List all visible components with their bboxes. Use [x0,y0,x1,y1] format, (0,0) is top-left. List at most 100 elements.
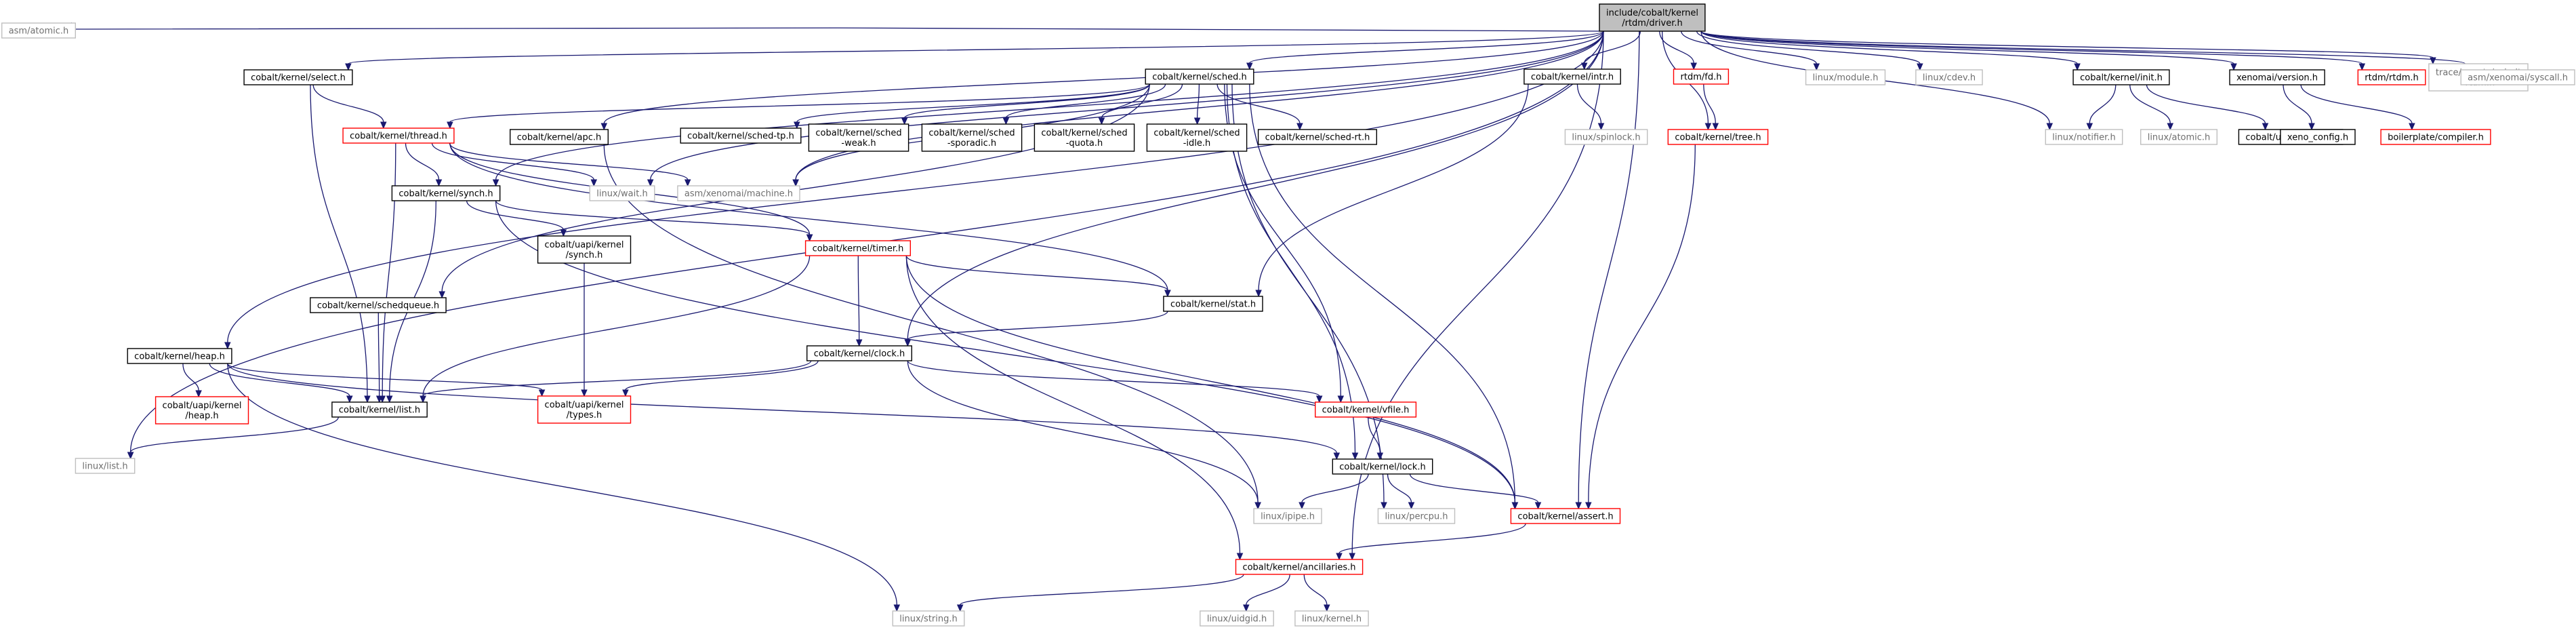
edge-line [1588,144,1696,503]
edge-thread-to-klist [379,142,396,403]
node-heap[interactable]: cobalt/kernel/heap.h [127,348,232,364]
arrowhead-icon [893,604,901,612]
edge-sched-to-sched_tp [794,83,1150,130]
node-tree[interactable]: cobalt/kernel/tree.h [1667,129,1769,145]
edge-line [431,142,594,180]
node-init[interactable]: cobalt/kernel/init.h [2072,69,2170,85]
edge-line [449,142,689,180]
edge-line [422,360,812,397]
edge-ksynch-to-uapi_synch [466,200,567,237]
node-lock[interactable]: cobalt/kernel/lock.h [1332,458,1433,475]
node-label: -quota.h [1066,138,1103,149]
edge-root-to-select [345,31,1604,71]
node-rtdm-rtdm[interactable]: rtdm/rtdm.h [2357,69,2426,85]
edge-line [1578,31,1640,503]
node-uapi-types[interactable]: cobalt/uapi/kernel/types.h [537,395,632,424]
edge-line [1584,31,1641,64]
edge-line [227,31,1604,343]
edge-line [1301,473,1369,503]
edge-clock-to-uapi_types [622,360,819,397]
node-ksynch[interactable]: cobalt/kernel/synch.h [391,185,501,201]
node-assert[interactable]: cobalt/kernel/assert.h [1510,508,1621,524]
edge-root-to-asm_atomic [68,22,1604,32]
edge-line [1231,83,1385,503]
node-box [1145,68,1254,85]
node-label: cobalt/kernel/assert.h [1517,512,1613,522]
edge-select-to-klist [310,84,371,403]
edge-init-to-linux_atomic [2129,84,2174,131]
edge-ksynch-to-timer [495,200,813,242]
node-uapi-synch[interactable]: cobalt/uapi/kernel/synch.h [537,235,632,264]
arrowhead-icon [420,395,426,403]
edge-lock-to-assert [1409,473,1542,510]
edge-line [1338,523,1526,554]
node-label: linux/atomic.h [2148,133,2211,143]
node-label: cobalt/kernel/sched.h [1152,73,1247,83]
edge-intr-to-stat [1255,83,1529,298]
node-box [391,185,501,201]
node-klist[interactable]: cobalt/kernel/list.h [331,401,428,418]
node-intr[interactable]: cobalt/kernel/intr.h [1524,68,1621,85]
node-apc[interactable]: cobalt/kernel/apc.h [510,129,609,145]
node-box [1034,123,1135,152]
node-uapi-heap[interactable]: cobalt/uapi/kernel/heap.h [155,396,249,424]
node-label: /synch.h [566,250,603,260]
edge-timer-to-stat [905,255,1171,298]
arrowhead-icon [1690,62,1697,71]
edge-schedqueue-to-klist [375,312,383,403]
edge-heap-to-linux_string [227,363,901,612]
node-xversion[interactable]: xenomai/version.h [2229,69,2325,85]
edge-sched-to-assert [1249,83,1519,510]
node-linux-notifier: linux/notifier.h [2045,129,2123,145]
node-sched-sporadic[interactable]: cobalt/kernel/sched-sporadic.h [921,123,1023,152]
node-ancillaries[interactable]: cobalt/kernel/ancillaries.h [1235,559,1364,575]
arrowhead-icon [345,63,352,71]
node-sched-tp[interactable]: cobalt/kernel/sched-tp.h [680,127,802,144]
edge-line [310,84,368,397]
edge-root-to-rtdm_rtdm [1700,31,2366,71]
arrowhead-icon [1597,123,1605,131]
node-label: linux/cdev.h [1923,73,1976,83]
node-box [806,345,912,361]
arrowhead-icon [1349,553,1355,561]
node-schedqueue[interactable]: cobalt/kernel/schedqueue.h [310,297,447,313]
node-sched-quota[interactable]: cobalt/kernel/sched-quota.h [1034,123,1135,152]
node-root[interactable]: include/cobalt/kernel/rtdm/driver.h [1599,3,1706,32]
node-bp-compiler[interactable]: boilerplate/compiler.h [2380,129,2491,145]
node-box [892,610,965,627]
edge-stat-to-clock [904,311,1168,347]
arrowhead-icon [581,389,588,397]
arrowhead-icon [1580,62,1588,71]
node-stat[interactable]: cobalt/kernel/stat.h [1163,296,1263,312]
arrowhead-icon [560,229,567,237]
arrowhead-icon [1336,553,1343,561]
node-rtdm-fd[interactable]: rtdm/fd.h [1673,68,1730,85]
node-label: linux/list.h [82,462,127,472]
edge-line [1696,31,1921,64]
node-clock[interactable]: cobalt/kernel/clock.h [806,345,912,361]
arrowhead-icon [792,179,799,187]
node-sched-weak[interactable]: cobalt/kernel/sched-weak.h [808,123,909,152]
arrowhead-icon [375,395,383,403]
edge-line [603,31,1604,124]
node-vfile[interactable]: cobalt/kernel/vfile.h [1314,401,1417,418]
edge-xversion-to-bp_compiler [2300,84,2415,131]
edge-line [1258,83,1529,291]
node-thread[interactable]: cobalt/kernel/thread.h [342,127,455,144]
node-sched-rt[interactable]: cobalt/kernel/sched-rt.h [1257,129,1377,145]
node-label: linux/string.h [899,614,957,625]
node-box [1377,508,1456,524]
edge-line [2283,84,2312,124]
node-sched-idle[interactable]: cobalt/kernel/sched-idle.h [1146,123,1248,152]
node-xeno-config[interactable]: xeno_config.h [2280,129,2356,145]
node-sched[interactable]: cobalt/kernel/sched.h [1145,68,1254,85]
arrowhead-icon [1324,604,1330,612]
node-timer[interactable]: cobalt/kernel/timer.h [804,240,911,256]
node-linux-list: linux/list.h [75,458,136,474]
node-label: cobalt/kernel/tree.h [1675,133,1761,143]
node-label: cobalt/kernel/ancillaries.h [1242,563,1355,573]
node-select[interactable]: cobalt/kernel/select.h [243,69,353,85]
node-box [1146,123,1248,152]
node-label: cobalt/kernel/heap.h [134,352,225,362]
